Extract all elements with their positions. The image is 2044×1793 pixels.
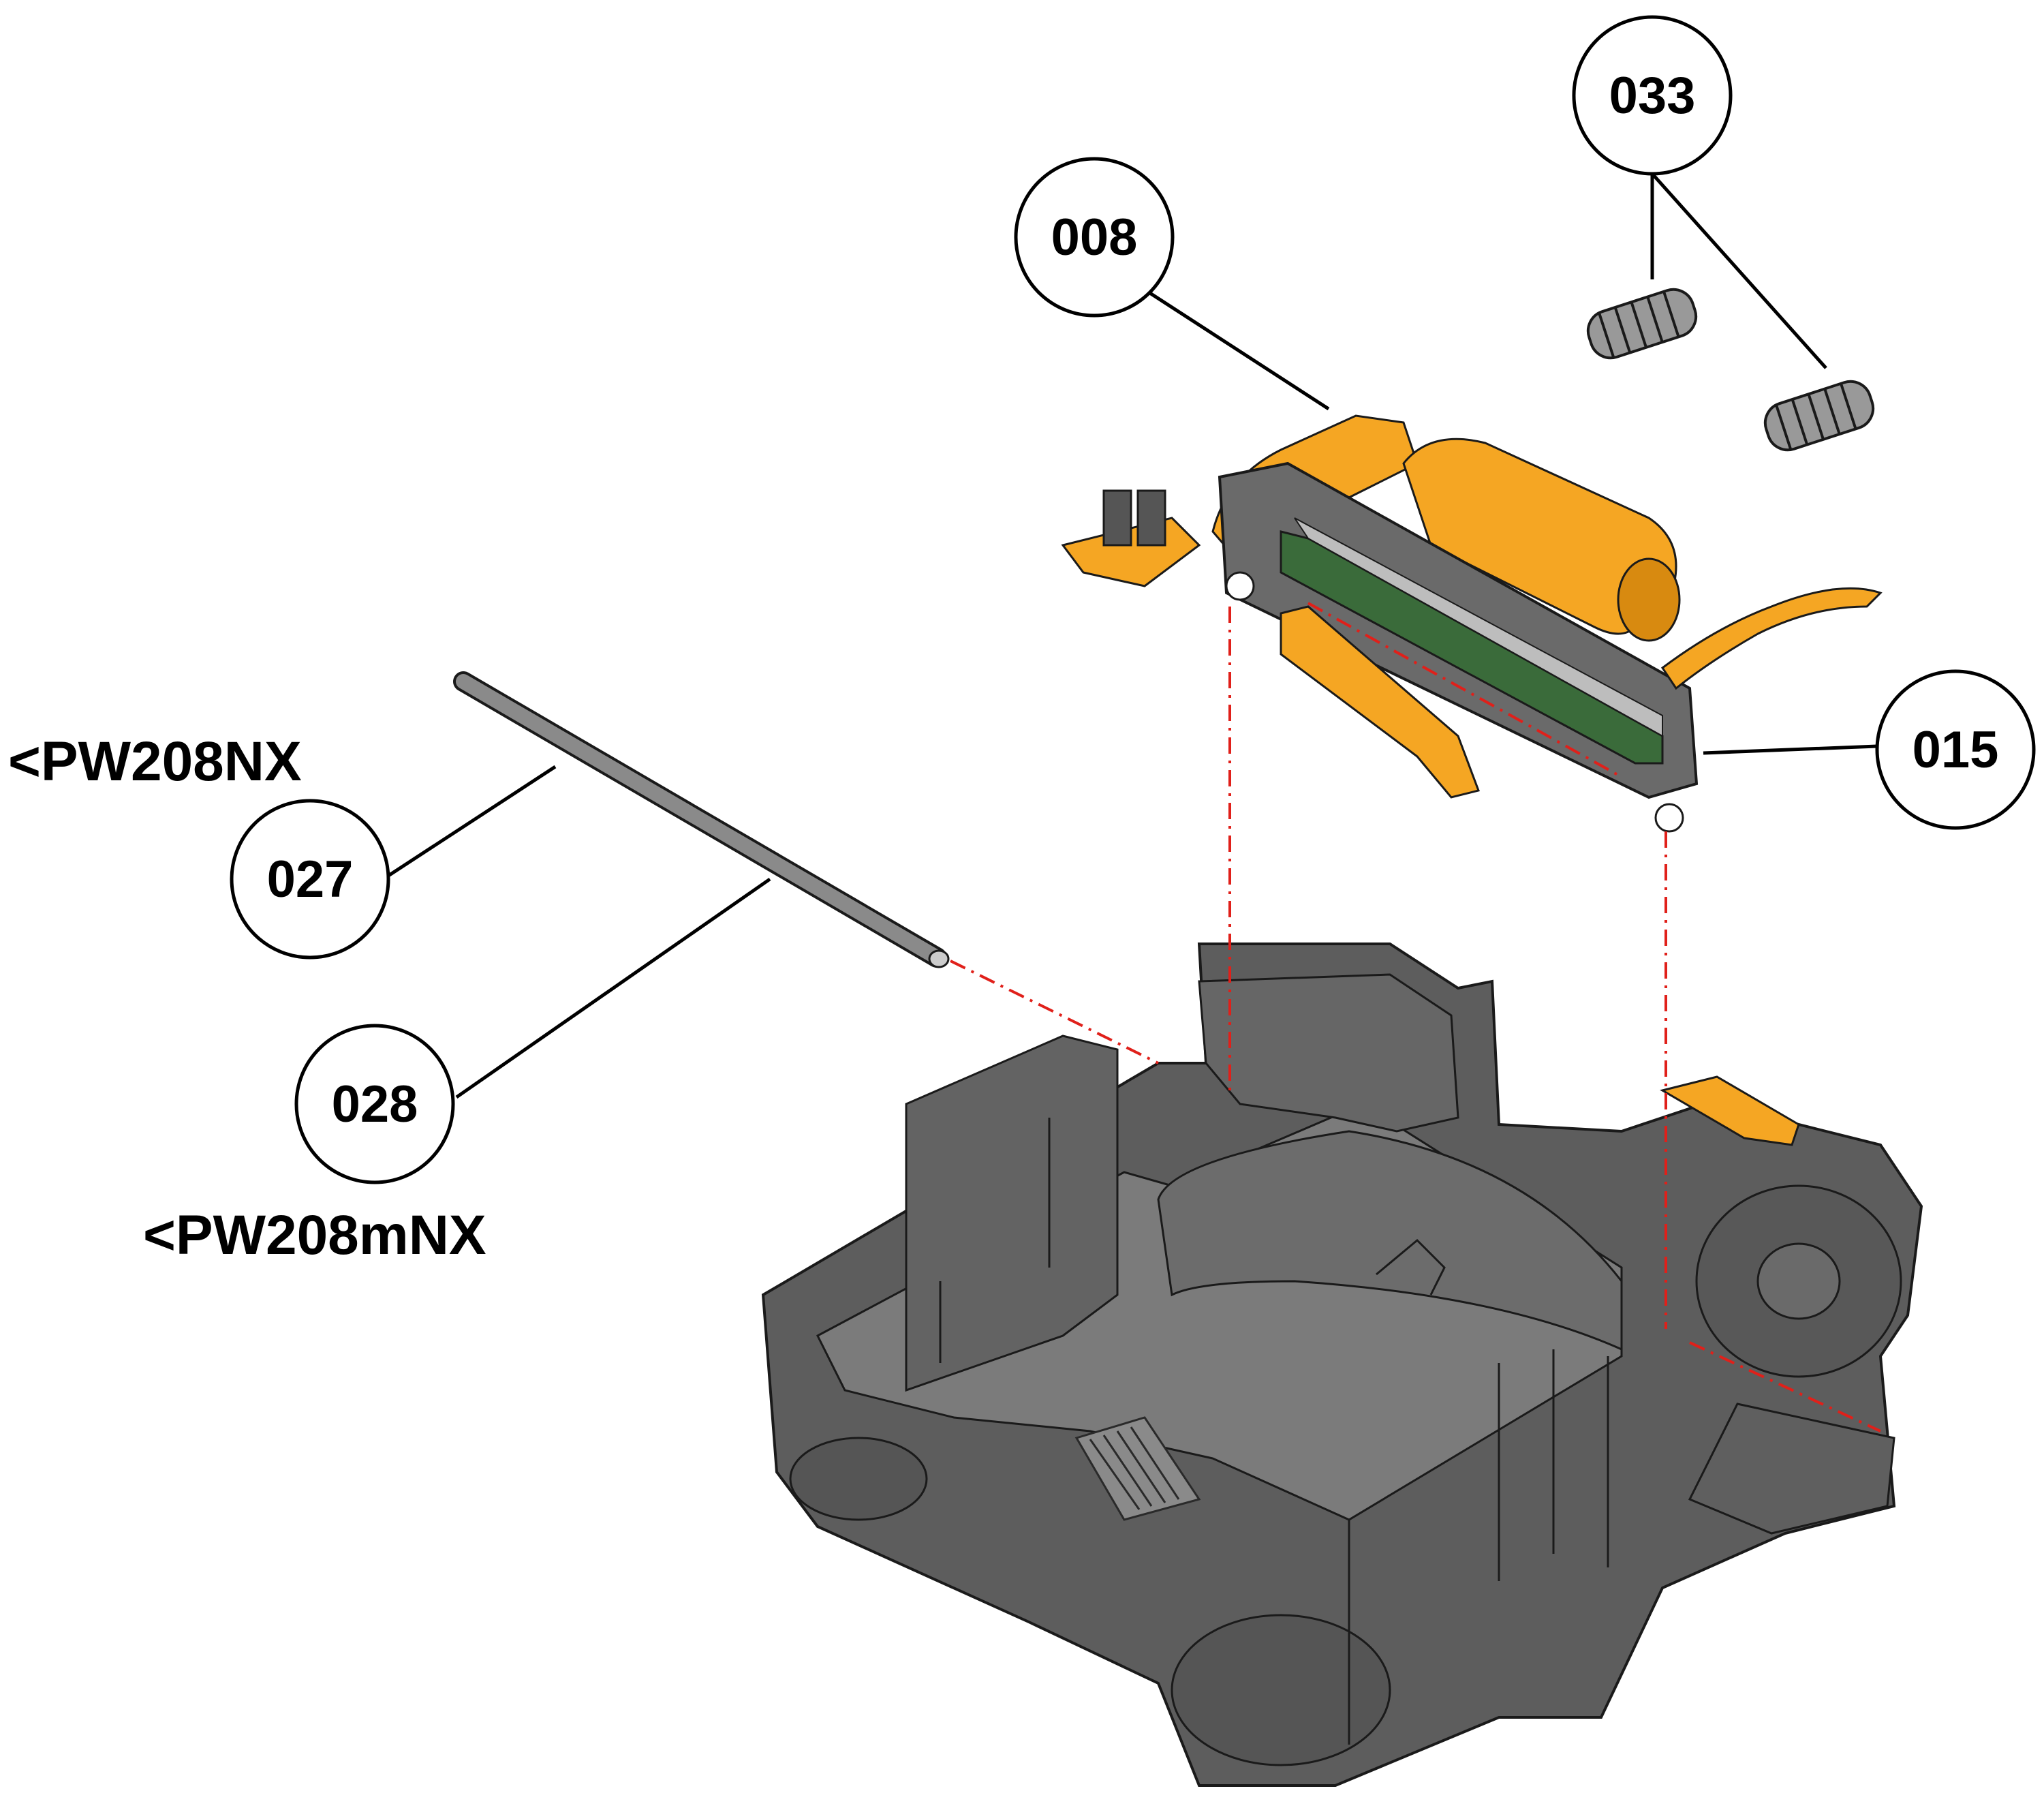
assembly-guide-lines (950, 602, 1881, 1432)
callout-008-label: 008 (1051, 209, 1138, 266)
callout-015-label: 015 (1913, 721, 1999, 779)
model-label-pw208mnx: <PW208mNX (143, 1204, 486, 1266)
callout-027: 027 (230, 799, 390, 960)
print-head-assembly (1061, 414, 1883, 833)
callout-027-label: 027 (267, 850, 354, 908)
callout-008: 008 (1014, 157, 1175, 318)
callout-015: 015 (1875, 669, 2036, 830)
callout-028: 028 (294, 1024, 455, 1184)
callout-033: 033 (1572, 15, 1733, 176)
spring-lower (1763, 380, 1875, 452)
callout-033-label: 033 (1609, 67, 1696, 125)
callout-028-label: 028 (332, 1075, 418, 1133)
callout-leaders (387, 172, 1878, 1099)
grille (1074, 1416, 1201, 1521)
model-label-pw208nx: <PW208NX (8, 731, 302, 793)
shaft (453, 671, 950, 968)
printer-chassis (761, 943, 1923, 1787)
spring-upper (1586, 288, 1698, 360)
